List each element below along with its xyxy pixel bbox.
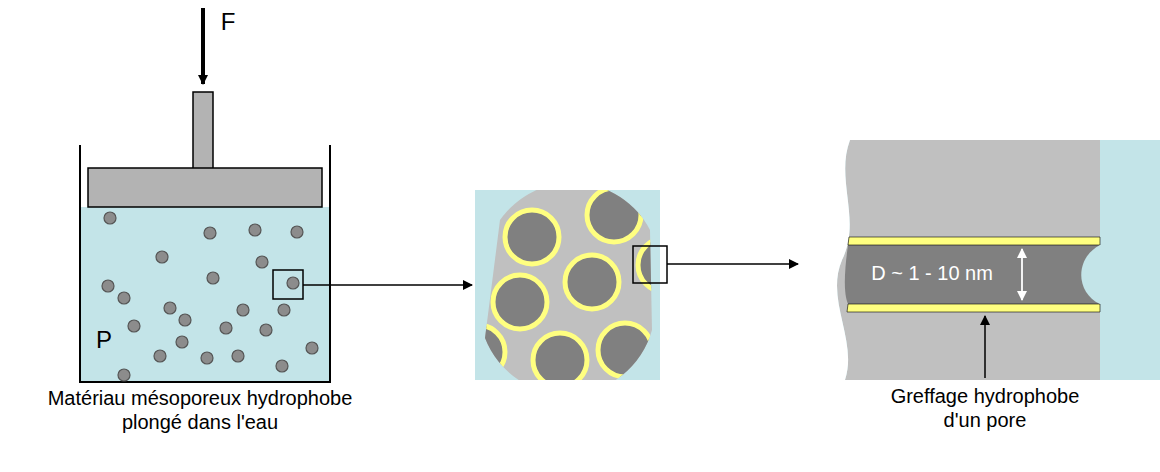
- caption-text: Matériau mésoporeux hydrophobe plongé da…: [40, 386, 360, 434]
- caption-text: Greffage hydrophobe d'un pore: [870, 384, 1100, 432]
- zoom-arrow: [303, 284, 472, 286]
- piston-plate: [88, 168, 322, 207]
- zoom-box: [273, 270, 303, 299]
- piston-rod: [193, 92, 213, 169]
- dimension-label: D ~ 1 - 10 nm: [847, 261, 1017, 285]
- pressure-label: P: [84, 326, 124, 355]
- pore-channel: [845, 245, 1100, 304]
- leader-line: [984, 316, 986, 378]
- force-label: F: [208, 8, 248, 37]
- porous-grains: [102, 212, 318, 381]
- force-arrow: [201, 8, 205, 84]
- hydrophobe-graft: [847, 304, 1100, 312]
- beaker: [80, 145, 330, 382]
- water: [80, 207, 330, 382]
- matrix-wall: [837, 140, 1100, 380]
- pores: [475, 190, 660, 380]
- zoom-arrow: [667, 263, 798, 265]
- zoom-box: [633, 246, 667, 283]
- pore-panel: [800, 140, 1160, 380]
- grain: [485, 190, 652, 380]
- meniscus: [1081, 245, 1100, 304]
- diameter-arrow: [1021, 249, 1023, 300]
- hydrophobe-graft: [848, 237, 1100, 245]
